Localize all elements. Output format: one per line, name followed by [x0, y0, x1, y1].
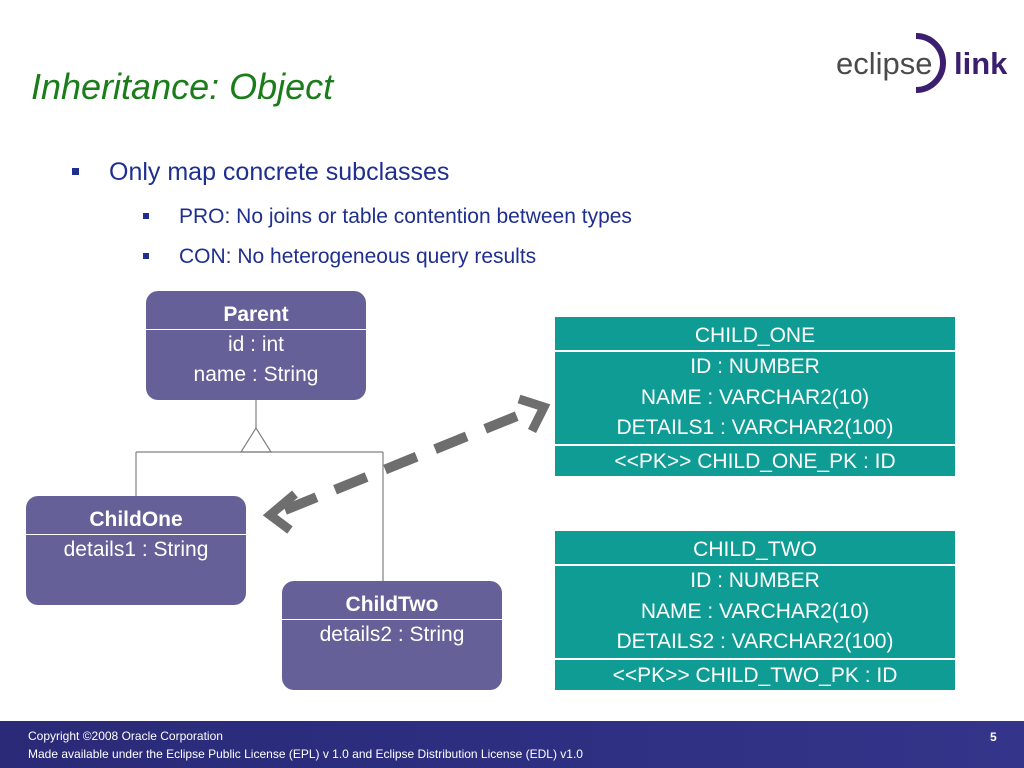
- bullet-text: CON: No heterogeneous query results: [179, 245, 537, 268]
- table-name: CHILD_ONE: [555, 317, 955, 352]
- bullet-square-icon: [72, 168, 79, 175]
- class-attribute: details1 : String: [63, 538, 209, 561]
- mapping-arrowhead-right-icon: [517, 394, 551, 434]
- class-name: ChildOne: [26, 496, 246, 535]
- inheritance-triangle-icon: [239, 426, 273, 453]
- class-name: ChildTwo: [282, 581, 502, 620]
- class-attribute: name : String: [193, 363, 319, 386]
- bullet-square-icon: [143, 253, 149, 259]
- uml-class-childtwo: ChildTwo details2 : String: [282, 581, 502, 690]
- bullet-text: Only map concrete subclasses: [109, 158, 450, 186]
- footer-license: Made available under the Eclipse Public …: [28, 747, 583, 761]
- table-column: DETAILS2 : VARCHAR2(100): [616, 630, 894, 653]
- table-column: DETAILS1 : VARCHAR2(100): [616, 416, 894, 439]
- class-attribute: id : int: [227, 333, 285, 356]
- uml-class-parent: Parent id : int name : String: [146, 291, 366, 400]
- bullet-square-icon: [143, 213, 149, 219]
- logo-eclipse-text: eclipse: [836, 46, 933, 81]
- uml-class-childone: ChildOne details1 : String: [26, 496, 246, 605]
- bullet-text: PRO: No joins or table contention betwee…: [179, 205, 632, 228]
- footer-copyright: Copyright ©2008 Oracle Corporation: [28, 729, 223, 743]
- class-name: Parent: [146, 291, 366, 330]
- table-name: CHILD_TWO: [555, 531, 955, 566]
- class-attribute: details2 : String: [319, 623, 465, 646]
- db-table-child-one: CHILD_ONE ID : NUMBER NAME : VARCHAR2(10…: [555, 317, 955, 476]
- slide-title: Inheritance: Object: [31, 66, 334, 107]
- logo-link-text: link: [954, 46, 1008, 81]
- page-number: 5: [990, 730, 997, 744]
- table-column: ID : NUMBER: [690, 569, 820, 592]
- table-column: NAME : VARCHAR2(10): [640, 385, 870, 409]
- table-primary-key: <<PK>> CHILD_ONE_PK : ID: [555, 443, 955, 477]
- mapping-arrowhead-left-icon: [262, 490, 298, 534]
- db-table-child-two: CHILD_TWO ID : NUMBER NAME : VARCHAR2(10…: [555, 531, 955, 690]
- logo-crescent: [915, 33, 946, 93]
- table-column: ID : NUMBER: [690, 355, 820, 378]
- table-column: NAME : VARCHAR2(10): [640, 599, 870, 623]
- eclipselink-logo: eclipse link: [836, 33, 1008, 93]
- mapping-arrow-shaft: [283, 409, 524, 515]
- slide-footer: Copyright ©2008 Oracle Corporation Made …: [0, 721, 1024, 768]
- table-primary-key: <<PK>> CHILD_TWO_PK : ID: [555, 657, 955, 691]
